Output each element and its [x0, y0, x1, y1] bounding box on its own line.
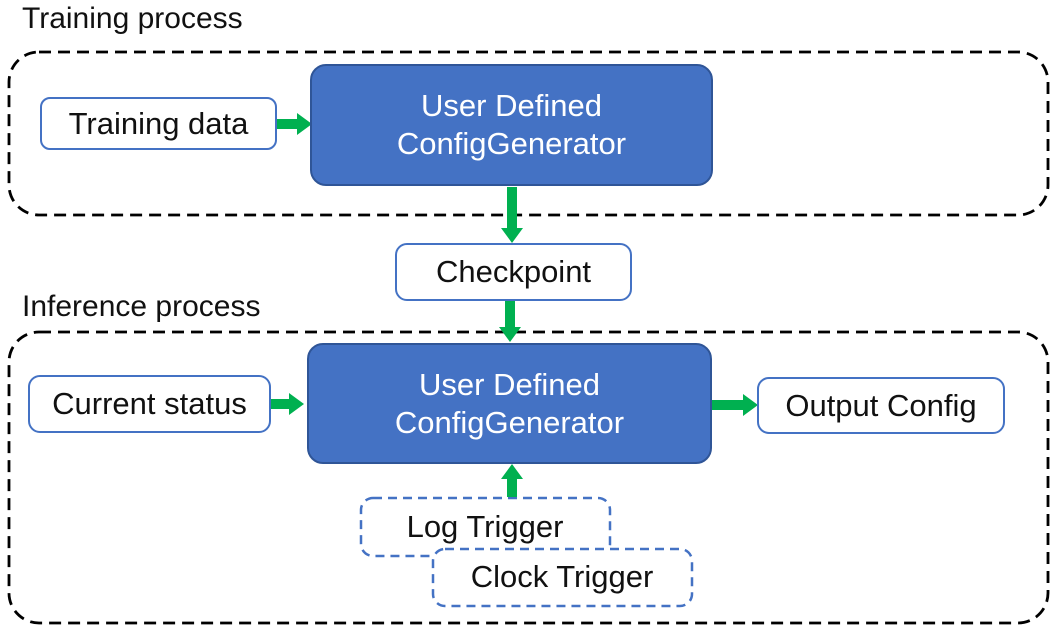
clock-trigger-label: Clock Trigger [432, 548, 692, 606]
log-trigger-text: Log Trigger [406, 508, 564, 544]
training-container-border [7, 50, 1050, 217]
inference-generator-line2: ConfigGenerator [394, 404, 625, 440]
training-data-box: Training data [40, 97, 277, 150]
generator-to-checkpoint-arrow-icon [501, 187, 523, 243]
checkpoint-box: Checkpoint [395, 243, 632, 301]
training-generator-line1: User Defined [421, 88, 602, 123]
checkpoint-to-generator-arrow-icon [499, 301, 521, 342]
inference-generator-box: User Defined ConfigGenerator [307, 343, 712, 464]
current-status-box: Current status [28, 375, 271, 433]
output-config-box: Output Config [757, 377, 1005, 434]
output-config-arrow-icon [711, 394, 758, 416]
checkpoint-label: Checkpoint [435, 254, 592, 289]
inference-process-title: Inference process [22, 290, 261, 323]
output-config-label: Output Config [785, 387, 977, 423]
log-trigger-label: Log Trigger [360, 497, 610, 556]
inference-generator-line1: User Defined [419, 366, 600, 402]
clock-trigger-box [431, 547, 694, 608]
clock-trigger-text: Clock Trigger [470, 559, 654, 594]
training-data-label: Training data [68, 105, 249, 141]
training-generator-box: User Defined ConfigGenerator [310, 64, 713, 186]
training-data-arrow-icon [277, 113, 312, 135]
training-generator-line2: ConfigGenerator [396, 126, 627, 161]
inference-container-border [7, 330, 1050, 625]
trigger-up-arrow-icon [501, 464, 523, 497]
training-process-title: Training process [22, 2, 243, 35]
current-status-arrow-icon [270, 393, 304, 415]
current-status-label: Current status [52, 386, 247, 421]
